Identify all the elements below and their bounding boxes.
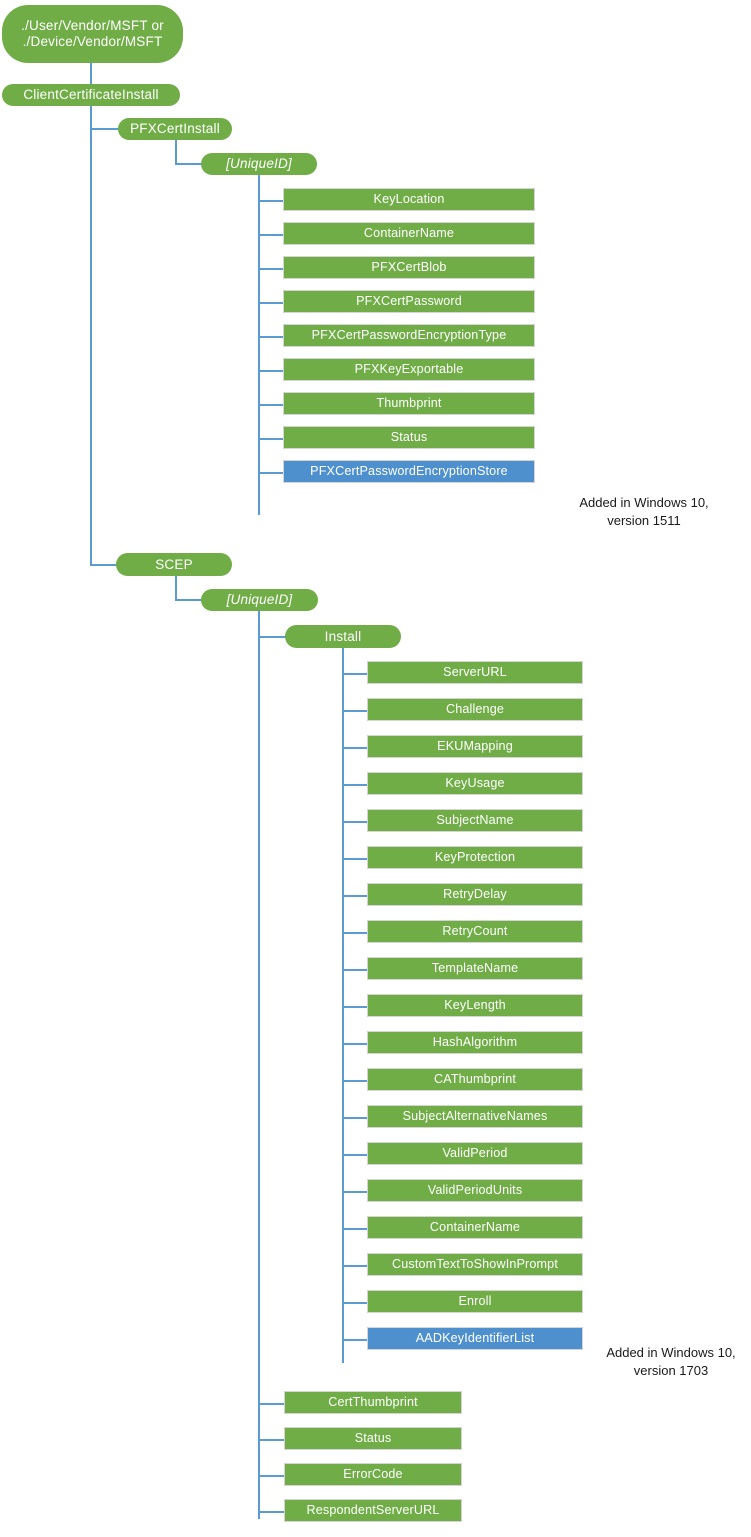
scep-install-node-connector (342, 1339, 367, 1341)
pfx-node-pfxkeyexportable[interactable]: PFXKeyExportable (283, 358, 535, 381)
node-scep-uniqueid[interactable]: [UniqueID] (201, 589, 318, 611)
node-client-certificate-install[interactable]: ClientCertificateInstall (2, 84, 180, 106)
note-pfx-added-version: Added in Windows 10, version 1511 (579, 495, 709, 528)
pfx-node-connector (258, 302, 283, 304)
scep-status-node-connector (258, 1439, 284, 1441)
scep-install-node-connector (342, 858, 367, 860)
pfx-node-connector (258, 234, 283, 236)
connector-install-trunk (342, 648, 344, 1363)
scep-install-node-validperiod[interactable]: ValidPeriod (367, 1142, 583, 1165)
scep-install-node-connector (342, 1006, 367, 1008)
scep-install-node-serverurl[interactable]: ServerURL (367, 661, 583, 684)
connector-trunk-to-pfxcertinstall (90, 128, 120, 130)
connector-scep-uniqueid-to-install (258, 636, 286, 638)
scep-install-node-connector (342, 747, 367, 749)
scep-install-node-connector (342, 1265, 367, 1267)
pfx-node-connector (258, 268, 283, 270)
pfx-node-pfxcertblob[interactable]: PFXCertBlob (283, 256, 535, 279)
scep-install-node-connector (342, 673, 367, 675)
scep-install-node-subjectname[interactable]: SubjectName (367, 809, 583, 832)
connector-root-to-client-install (90, 62, 92, 85)
node-scep[interactable]: SCEP (116, 553, 232, 576)
scep-install-node-connector (342, 1191, 367, 1193)
scep-install-node-connector (342, 1043, 367, 1045)
connector-trunk-to-scep (90, 564, 118, 566)
scep-install-node-connector (342, 932, 367, 934)
scep-install-node-keyusage[interactable]: KeyUsage (367, 772, 583, 795)
scep-install-node-connector (342, 784, 367, 786)
node-root-vendor-path[interactable]: ./User/Vendor/MSFT or ./Device/Vendor/MS… (2, 5, 183, 63)
pfx-node-connector (258, 472, 283, 474)
scep-install-node-templatename[interactable]: TemplateName (367, 957, 583, 980)
scep-install-node-connector (342, 710, 367, 712)
scep-install-node-retrydelay[interactable]: RetryDelay (367, 883, 583, 906)
pfx-node-containername[interactable]: ContainerName (283, 222, 535, 245)
scep-install-node-connector (342, 1302, 367, 1304)
connector-pfxcertinstall-to-uniqueid (175, 163, 202, 165)
scep-install-node-keylength[interactable]: KeyLength (367, 994, 583, 1017)
scep-install-node-validperiodunits[interactable]: ValidPeriodUnits (367, 1179, 583, 1202)
connector-scep-to-uniqueid (175, 599, 202, 601)
node-scep-install[interactable]: Install (285, 625, 401, 648)
scep-status-node-respondentserverurl[interactable]: RespondentServerURL (284, 1499, 462, 1522)
connector-pfx-uniqueid-trunk (258, 175, 260, 515)
scep-install-node-connector (342, 1117, 367, 1119)
scep-install-node-subjectalternativenames[interactable]: SubjectAlternativeNames (367, 1105, 583, 1128)
scep-install-node-connector (342, 969, 367, 971)
scep-install-node-retrycount[interactable]: RetryCount (367, 920, 583, 943)
pfx-node-status[interactable]: Status (283, 426, 535, 449)
scep-install-node-hashalgorithm[interactable]: HashAlgorithm (367, 1031, 583, 1054)
scep-status-node-errorcode[interactable]: ErrorCode (284, 1463, 462, 1486)
scep-status-node-connector (258, 1475, 284, 1477)
scep-install-node-customtexttoshowinprompt[interactable]: CustomTextToShowInPrompt (367, 1253, 583, 1276)
note-scep-added-version: Added in Windows 10, version 1703 (606, 1345, 736, 1378)
scep-install-node-challenge[interactable]: Challenge (367, 698, 583, 721)
pfx-node-pfxcertpassword[interactable]: PFXCertPassword (283, 290, 535, 313)
scep-install-node-connector (342, 895, 367, 897)
scep-install-node-ekumapping[interactable]: EKUMapping (367, 735, 583, 758)
pfx-node-thumbprint[interactable]: Thumbprint (283, 392, 535, 415)
scep-status-node-connector (258, 1403, 284, 1405)
scep-install-node-connector (342, 1154, 367, 1156)
pfx-node-connector (258, 370, 283, 372)
node-pfxcertinstall[interactable]: PFXCertInstall (118, 118, 232, 140)
scep-status-node-connector (258, 1511, 284, 1513)
scep-install-node-keyprotection[interactable]: KeyProtection (367, 846, 583, 869)
pfx-node-connector (258, 200, 283, 202)
pfx-node-keylocation[interactable]: KeyLocation (283, 188, 535, 211)
connector-scep-uniqueid-trunk (258, 611, 260, 1519)
pfx-node-connector (258, 404, 283, 406)
pfx-node-connector (258, 336, 283, 338)
scep-status-node-certthumbprint[interactable]: CertThumbprint (284, 1391, 462, 1414)
scep-install-node-aadkeyidentifierlist[interactable]: AADKeyIdentifierList (367, 1327, 583, 1350)
scep-install-node-cathumbprint[interactable]: CAThumbprint (367, 1068, 583, 1091)
connector-pfxcertinstall-down (175, 140, 177, 164)
scep-install-node-connector (342, 1228, 367, 1230)
scep-status-node-status[interactable]: Status (284, 1427, 462, 1450)
scep-install-node-connector (342, 821, 367, 823)
connector-scep-down (175, 576, 177, 600)
pfx-node-pfxcertpasswordencryptionstore[interactable]: PFXCertPasswordEncryptionStore (283, 460, 535, 483)
pfx-node-connector (258, 438, 283, 440)
connector-client-install-trunk (90, 105, 92, 565)
node-pfx-uniqueid[interactable]: [UniqueID] (201, 153, 317, 175)
scep-install-node-enroll[interactable]: Enroll (367, 1290, 583, 1313)
pfx-node-pfxcertpasswordencryptiontype[interactable]: PFXCertPasswordEncryptionType (283, 324, 535, 347)
scep-install-node-containername[interactable]: ContainerName (367, 1216, 583, 1239)
scep-install-node-connector (342, 1080, 367, 1082)
